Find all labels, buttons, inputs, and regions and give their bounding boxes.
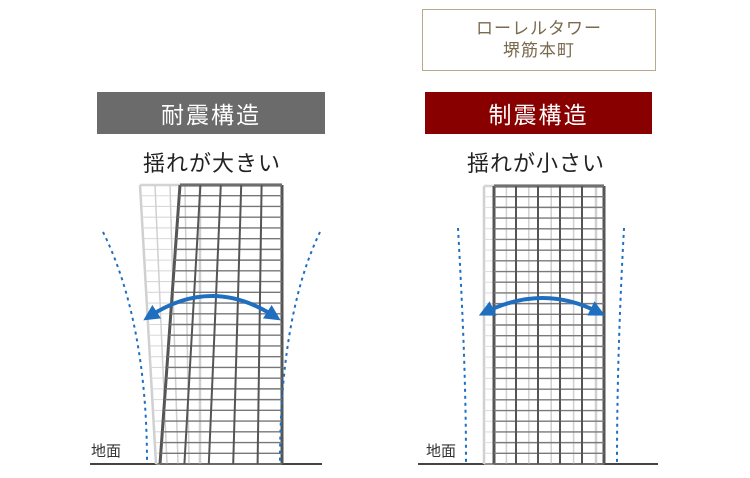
sway-arrow-left: [143, 294, 281, 321]
sway-envelope-right-inner: [616, 227, 625, 463]
sway-envelope-right-outer: [279, 231, 321, 463]
building-column-line: [207, 184, 222, 465]
seismic-resistant-label: 耐震構造: [97, 92, 325, 134]
building-swaying-left: [158, 183, 284, 465]
ground-label-left: 地面: [91, 442, 122, 460]
vibration-control-label: 制震構造: [425, 92, 652, 134]
ground-label-right: 地面: [426, 442, 457, 460]
building-column-line: [183, 184, 202, 465]
sway-arrow-right: [478, 296, 606, 316]
property-name-box: ローレルタワー 堺筋本町: [422, 9, 656, 71]
property-name-line2: 堺筋本町: [503, 41, 575, 61]
building-column-line: [154, 184, 168, 465]
building-column-line: [232, 184, 243, 465]
property-name-line1: ローレルタワー: [476, 19, 602, 39]
sway-envelope-left-inner: [457, 227, 467, 463]
building-swaying-right: [492, 184, 606, 465]
sway-envelope-left-outer: [102, 231, 148, 463]
building-column-line: [256, 184, 263, 465]
small-sway-caption: 揺れが小さい: [467, 152, 606, 177]
large-sway-caption: 揺れが大きい: [143, 152, 282, 177]
